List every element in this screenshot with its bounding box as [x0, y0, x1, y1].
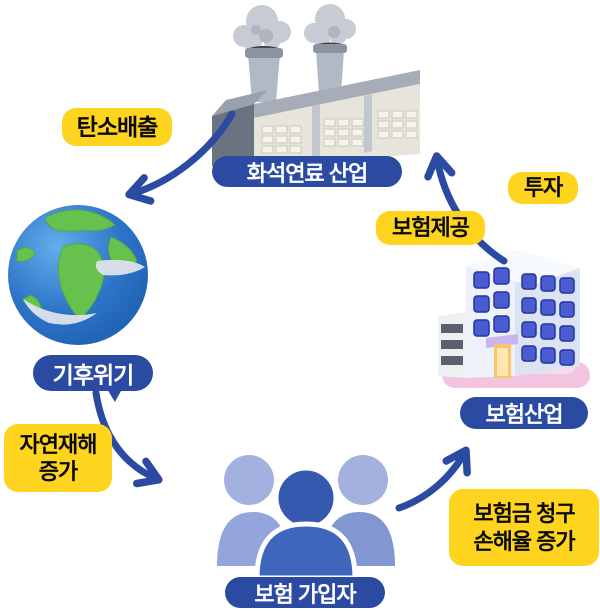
building-windows [473, 267, 575, 366]
edge-label-line: 자연재해 [19, 431, 98, 457]
smoke-cloud-right [304, 4, 356, 47]
node-label-insurance-policyholders: 보험 가입자 [225, 577, 385, 608]
factory-windows [261, 110, 418, 154]
edge-label-line: 증가 [38, 459, 78, 484]
globe-clouds [23, 259, 145, 325]
edge-label-carbon-emissions: 탄소배출 [62, 108, 172, 146]
factory-icon [212, 4, 420, 166]
office-building-icon [438, 250, 590, 388]
node-label-fossil-fuel-industry: 화석연료 산업 [212, 156, 402, 187]
node-label-climate-crisis: 기후위기 [33, 355, 153, 391]
building-entrance [486, 334, 518, 378]
person-front [254, 465, 358, 578]
people-group-icon [217, 455, 395, 578]
edge-label-line: 손해율 증가 [473, 528, 575, 554]
smoke-shadow-right [328, 26, 340, 38]
edge-label-insurance-provision: 보험제공 [376, 211, 485, 245]
building-annex [438, 312, 466, 378]
edge-label-natural-disaster-increase: 자연재해 증가 [4, 424, 112, 492]
smoke-cloud-left [233, 5, 291, 52]
earth-icon [8, 205, 148, 345]
smokestack-right [313, 42, 347, 94]
smokestack-left [245, 46, 283, 102]
edge-label-investment: 투자 [508, 172, 578, 204]
smoke-shadow-left [251, 25, 273, 43]
node-label-insurance-industry: 보험산업 [460, 397, 588, 429]
edge-label-line: 보험금 청구 [473, 501, 575, 526]
edge-label-claims-loss-ratio: 보험금 청구 손해율 증가 [449, 489, 599, 566]
